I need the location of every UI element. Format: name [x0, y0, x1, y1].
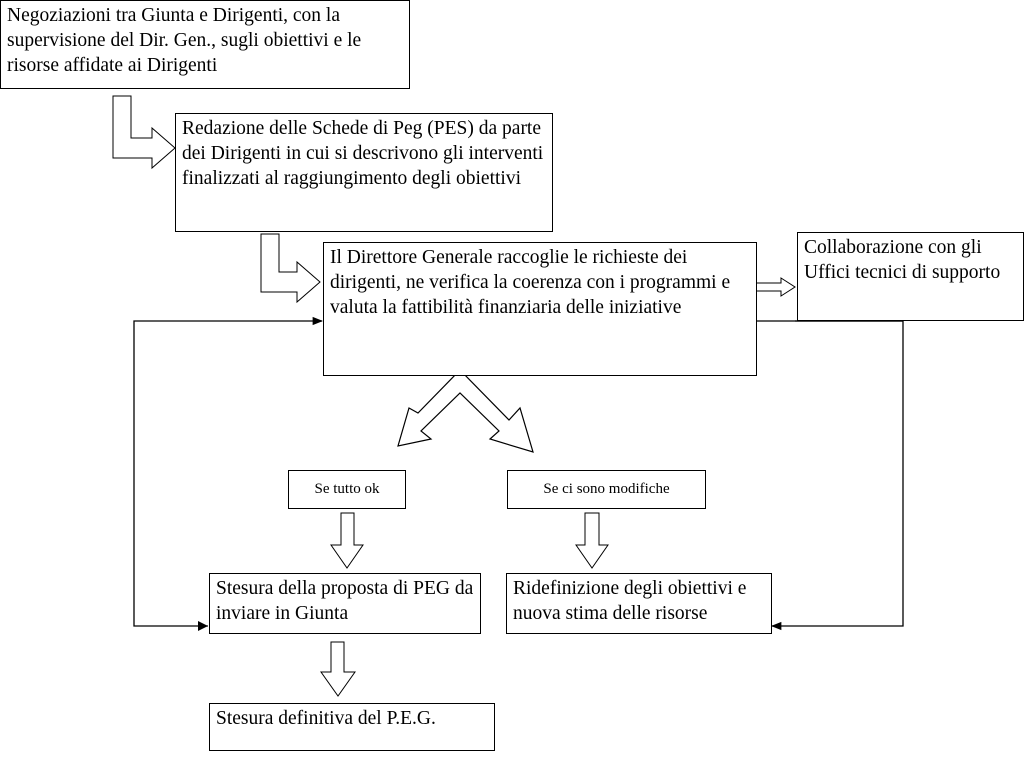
box-stesura-definitiva-text: Stesura definitiva del P.E.G. — [216, 708, 436, 729]
box-negoziazioni-text: Negoziazioni tra Giunta e Dirigenti, con… — [7, 5, 362, 76]
box-ridefinizione-text: Ridefinizione degli obiettivi e nuova st… — [513, 578, 747, 624]
down-arrow-definitiva — [320, 641, 356, 697]
down-arrow-ok — [330, 512, 364, 569]
box-stesura-definitiva: Stesura definitiva del P.E.G. — [209, 703, 495, 751]
feedback-arrowhead-left-bottom — [198, 621, 208, 631]
box-tutto-ok: Se tutto ok — [288, 470, 406, 509]
box-stesura-proposta-text: Stesura della proposta di PEG da inviare… — [216, 578, 474, 624]
feedback-line-left — [133, 316, 324, 627]
box-redazione-text: Redazione delle Schede di Peg (PES) da p… — [182, 118, 544, 189]
bent-arrow-1 — [112, 95, 176, 170]
box-ridefinizione: Ridefinizione degli obiettivi e nuova st… — [506, 573, 772, 634]
box-stesura-proposta: Stesura della proposta di PEG da inviare… — [209, 573, 481, 634]
box-modifiche: Se ci sono modifiche — [507, 470, 706, 509]
box-collaborazione-text: Collaborazione con gli Uffici tecnici di… — [804, 237, 1001, 283]
box-redazione: Redazione delle Schede di Peg (PES) da p… — [175, 113, 553, 232]
box-direttore: Il Direttore Generale raccoglie le richi… — [323, 242, 757, 376]
feedback-line-right — [770, 320, 904, 631]
box-collaborazione: Collaborazione con gli Uffici tecnici di… — [797, 232, 1024, 321]
fork-arrow — [397, 369, 534, 453]
box-direttore-text: Il Direttore Generale raccoglie le richi… — [330, 247, 731, 318]
down-arrow-modifiche — [575, 512, 609, 569]
bent-arrow-2 — [260, 233, 321, 304]
box-negoziazioni: Negoziazioni tra Giunta e Dirigenti, con… — [0, 0, 410, 89]
box-tutto-ok-text: Se tutto ok — [314, 480, 380, 497]
box-modifiche-text: Se ci sono modifiche — [543, 480, 670, 497]
